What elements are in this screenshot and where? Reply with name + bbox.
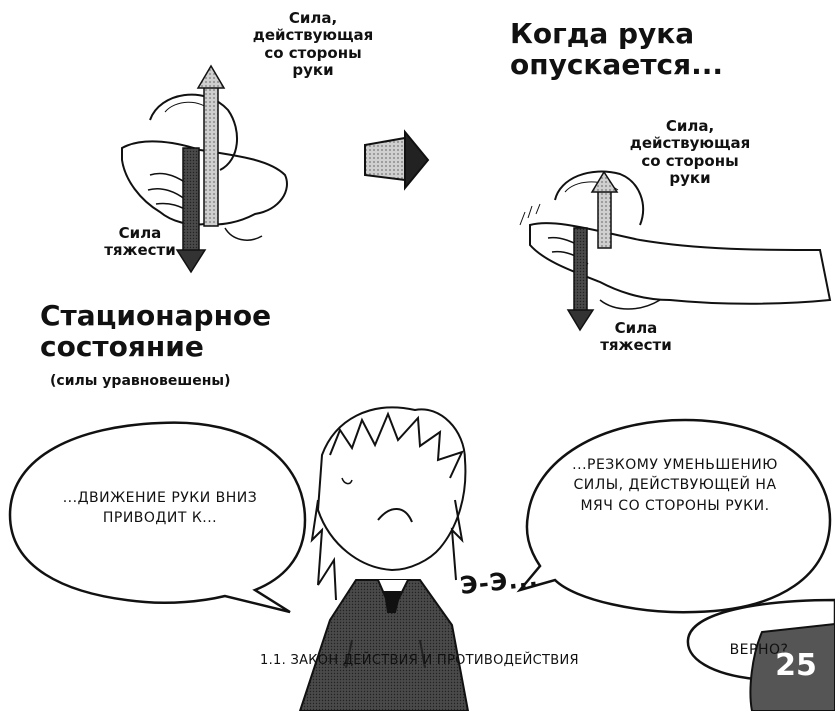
right-hand-force-arrow <box>592 172 617 248</box>
left-gravity-label: Сила тяжести <box>100 225 180 260</box>
left-hand-force-label: Сила, действующая со стороны руки <box>248 10 378 79</box>
right-speech-bubble <box>520 420 830 612</box>
left-bubble-text: ...ДВИЖЕНИЕ РУКИ ВНИЗ ПРИВОДИТ К... <box>55 488 265 529</box>
left-hand-force-arrow <box>198 66 224 226</box>
right-gravity-label: Сила тяжести <box>596 320 676 355</box>
right-bubble-text: ...РЕЗКОМУ УМЕНЬШЕНИЮ СИЛЫ, ДЕЙСТВУЮЩЕЙ … <box>560 455 790 516</box>
page-number: 25 <box>766 648 826 683</box>
left-gravity-arrow <box>177 148 205 272</box>
left-panel-title: Стационарное состояние <box>40 300 270 363</box>
left-panel-subtitle: (силы уравновешены) <box>50 373 231 389</box>
right-hand-illustration <box>520 172 830 309</box>
right-panel-title: Когда рука опускается... <box>510 18 710 81</box>
transition-arrow <box>365 132 428 188</box>
right-gravity-arrow <box>568 228 593 330</box>
footer-section-title: 1.1. ЗАКОН ДЕЙСТВИЯ И ПРОТИВОДЕЙСТВИЯ <box>260 653 579 668</box>
right-hand-force-label: Сила, действующая со стороны руки <box>625 118 755 187</box>
